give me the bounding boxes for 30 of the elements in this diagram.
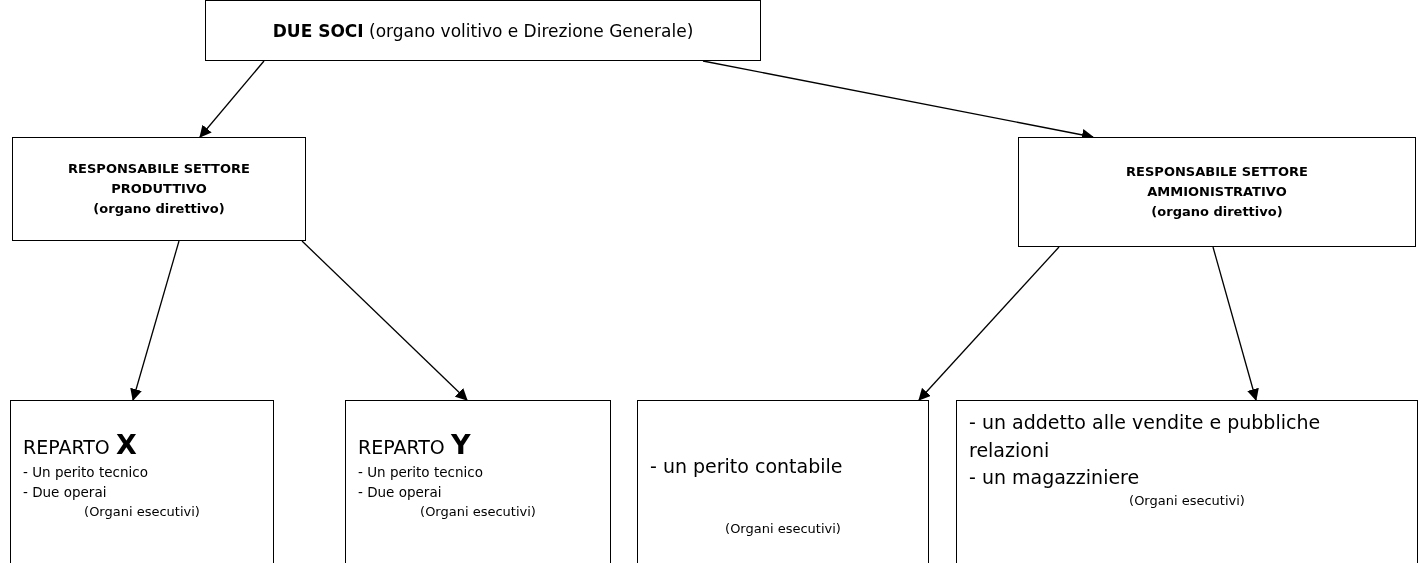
org-box — [12, 137, 306, 241]
department-heading: REPARTO X — [23, 429, 138, 462]
staff-item: - Due operai — [358, 482, 443, 502]
role-note: (Organi esecutivi) — [724, 520, 842, 539]
arrow — [199, 60, 265, 138]
role-note: (Organi esecutivi) — [1128, 491, 1246, 510]
org-box — [1018, 137, 1416, 247]
staff-item: - Un perito tecnico — [23, 463, 149, 483]
role-note: (organo direttivo) — [93, 200, 225, 219]
role-note: (Organi esecutivi) — [419, 502, 537, 521]
staff-item: - un perito contabile — [650, 454, 844, 479]
staff-item: - un addetto alle vendite e pubbliche relazioni — [969, 410, 1322, 463]
staff-item: - Un perito tecnico — [358, 463, 484, 483]
org-box — [637, 400, 929, 563]
arrow — [130, 240, 180, 401]
role-title: RESPONSABILE SETTORE AMMIONISTRATIVO — [1125, 162, 1309, 201]
role-note: (Organi esecutivi) — [83, 502, 201, 521]
staff-item: - Due operai — [23, 482, 108, 502]
role-note: (organo direttivo) — [1151, 203, 1283, 222]
department-heading: REPARTO Y — [358, 429, 472, 462]
role-title: RESPONSABILE SETTORE PRODUTTIVO — [67, 159, 251, 198]
staff-item: - un magazziniere — [969, 465, 1141, 491]
title-text: DUE SOCI (organo volitivo e Direzione Generale) — [272, 20, 694, 41]
arrow — [301, 240, 468, 401]
org-box — [10, 400, 274, 563]
arrow — [918, 246, 1060, 401]
org-box — [956, 400, 1418, 563]
arrow — [1212, 246, 1259, 401]
org-box — [345, 400, 611, 563]
org-box — [205, 0, 761, 61]
